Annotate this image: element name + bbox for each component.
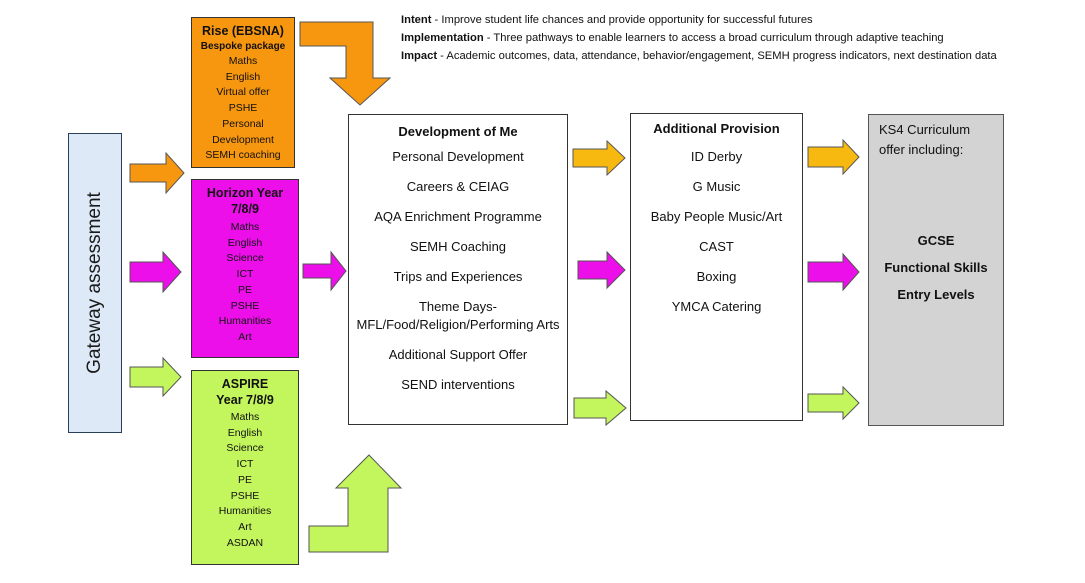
rise-item: Maths xyxy=(228,55,258,67)
development-item: Additional Support Offer xyxy=(388,347,528,362)
aspire-years: Year 7/8/9 xyxy=(216,393,274,407)
arrow-right-icon xyxy=(302,250,347,292)
rise-item: Virtual offer xyxy=(216,86,270,99)
additional-title: Additional Provision xyxy=(653,121,780,136)
arrow-right-icon xyxy=(807,252,860,292)
impact-label: Impact xyxy=(401,49,438,62)
implementation-line: Implementation - Three pathways to enabl… xyxy=(401,30,1066,48)
gateway-assessment-box: Gateway assessment xyxy=(68,133,122,433)
development-item: SEMH Coaching xyxy=(409,239,507,254)
arrow-right-icon xyxy=(573,389,627,427)
rise-item: SEMH coaching xyxy=(205,149,281,162)
development-item: AQA Enrichment Programme xyxy=(374,209,542,224)
ks4-qualification: Entry Levels xyxy=(897,287,975,302)
development-item: SEND interventions xyxy=(401,377,515,392)
additional-item: YMCA Catering xyxy=(671,299,762,314)
horizon-item: ICT xyxy=(236,268,254,281)
aspire-item: Art xyxy=(238,520,252,533)
arrow-right-icon xyxy=(807,385,860,421)
horizon-pathway-box: Horizon Year 7/8/9 Maths English Science… xyxy=(191,179,299,358)
bent-arrow-up-icon xyxy=(308,454,403,553)
additional-item: Boxing xyxy=(696,269,737,284)
horizon-item: PE xyxy=(237,283,252,296)
development-title: Development of Me xyxy=(398,124,518,139)
aspire-title: ASPIRE xyxy=(221,377,269,391)
rise-subject-list: Maths English Virtual offer PSHE Persona… xyxy=(192,54,294,164)
impact-line: Impact - Academic outcomes, data, attend… xyxy=(401,48,1066,66)
aspire-pathway-box: ASPIRE Year 7/8/9 Maths English Science … xyxy=(191,370,299,565)
additional-provision-box: Additional Provision ID Derby G Music Ba… xyxy=(630,113,803,421)
intent-text: - Improve student life chances and provi… xyxy=(431,14,813,26)
implementation-text: - Three pathways to enable learners to a… xyxy=(483,31,944,44)
additional-item: G Music xyxy=(692,179,741,194)
aspire-item: ASDAN xyxy=(226,536,264,549)
implementation-label: Implementation xyxy=(401,31,484,44)
development-item: Theme Days- MFL/Food/Religion/Performing… xyxy=(356,299,560,332)
arrow-right-icon xyxy=(129,356,182,398)
ks4-curriculum-box: KS4 Curriculum offer including: GCSE Fun… xyxy=(868,114,1004,426)
ks4-qualification: GCSE xyxy=(917,233,955,248)
arrow-right-icon xyxy=(577,250,626,290)
horizon-item: Maths xyxy=(230,221,260,233)
ks4-qualification: Functional Skills xyxy=(884,260,988,275)
bent-arrow-down-icon xyxy=(299,21,392,106)
horizon-item: PSHE xyxy=(230,299,260,312)
horizon-item: Science xyxy=(226,252,264,265)
aspire-item: PE xyxy=(237,473,252,486)
arrow-right-icon xyxy=(807,138,860,176)
aspire-item: English xyxy=(227,426,263,439)
rise-item: Development xyxy=(212,133,274,146)
impact-text: - Academic outcomes, data, attendance, b… xyxy=(437,49,997,62)
horizon-item: English xyxy=(227,236,263,249)
development-of-me-box: Development of Me Personal Development C… xyxy=(348,114,568,425)
horizon-title: Horizon Year xyxy=(206,186,284,200)
aspire-item: ICT xyxy=(236,458,254,471)
additional-item: Baby People Music/Art xyxy=(650,209,783,224)
development-item: Trips and Experiences xyxy=(393,269,523,284)
ks4-intro: KS4 Curriculum offer including: xyxy=(879,122,971,157)
development-item: Careers & CEIAG xyxy=(406,179,510,194)
additional-item: ID Derby xyxy=(690,149,743,164)
arrow-right-icon xyxy=(129,151,185,195)
aspire-item: PSHE xyxy=(230,489,260,502)
aspire-item: Maths xyxy=(230,411,260,423)
horizon-item: Humanities xyxy=(218,315,272,328)
rise-title: Rise (EBSNA) xyxy=(202,24,284,38)
development-item: Personal Development xyxy=(392,149,524,164)
intent-label: Intent xyxy=(401,14,432,26)
aspire-item: Humanities xyxy=(218,505,272,518)
horizon-item: Art xyxy=(238,330,252,343)
intent-statement: Intent - Improve student life chances an… xyxy=(401,12,1066,65)
arrow-right-icon xyxy=(572,139,626,177)
arrow-right-icon xyxy=(129,250,182,294)
rise-subtitle: Bespoke package xyxy=(200,41,286,52)
rise-item: English xyxy=(225,70,261,83)
aspire-subject-list: Maths English Science ICT PE PSHE Humani… xyxy=(192,410,298,551)
rise-item: Personal xyxy=(222,117,264,130)
additional-item: CAST xyxy=(699,239,734,254)
intent-line: Intent - Improve student life chances an… xyxy=(401,12,1066,30)
aspire-item: Science xyxy=(226,442,264,455)
rise-pathway-box: Rise (EBSNA) Bespoke package Maths Engli… xyxy=(191,17,295,168)
rise-item: PSHE xyxy=(228,102,258,115)
horizon-years: 7/8/9 xyxy=(231,202,259,216)
horizon-subject-list: Maths English Science ICT PE PSHE Humani… xyxy=(192,220,298,346)
